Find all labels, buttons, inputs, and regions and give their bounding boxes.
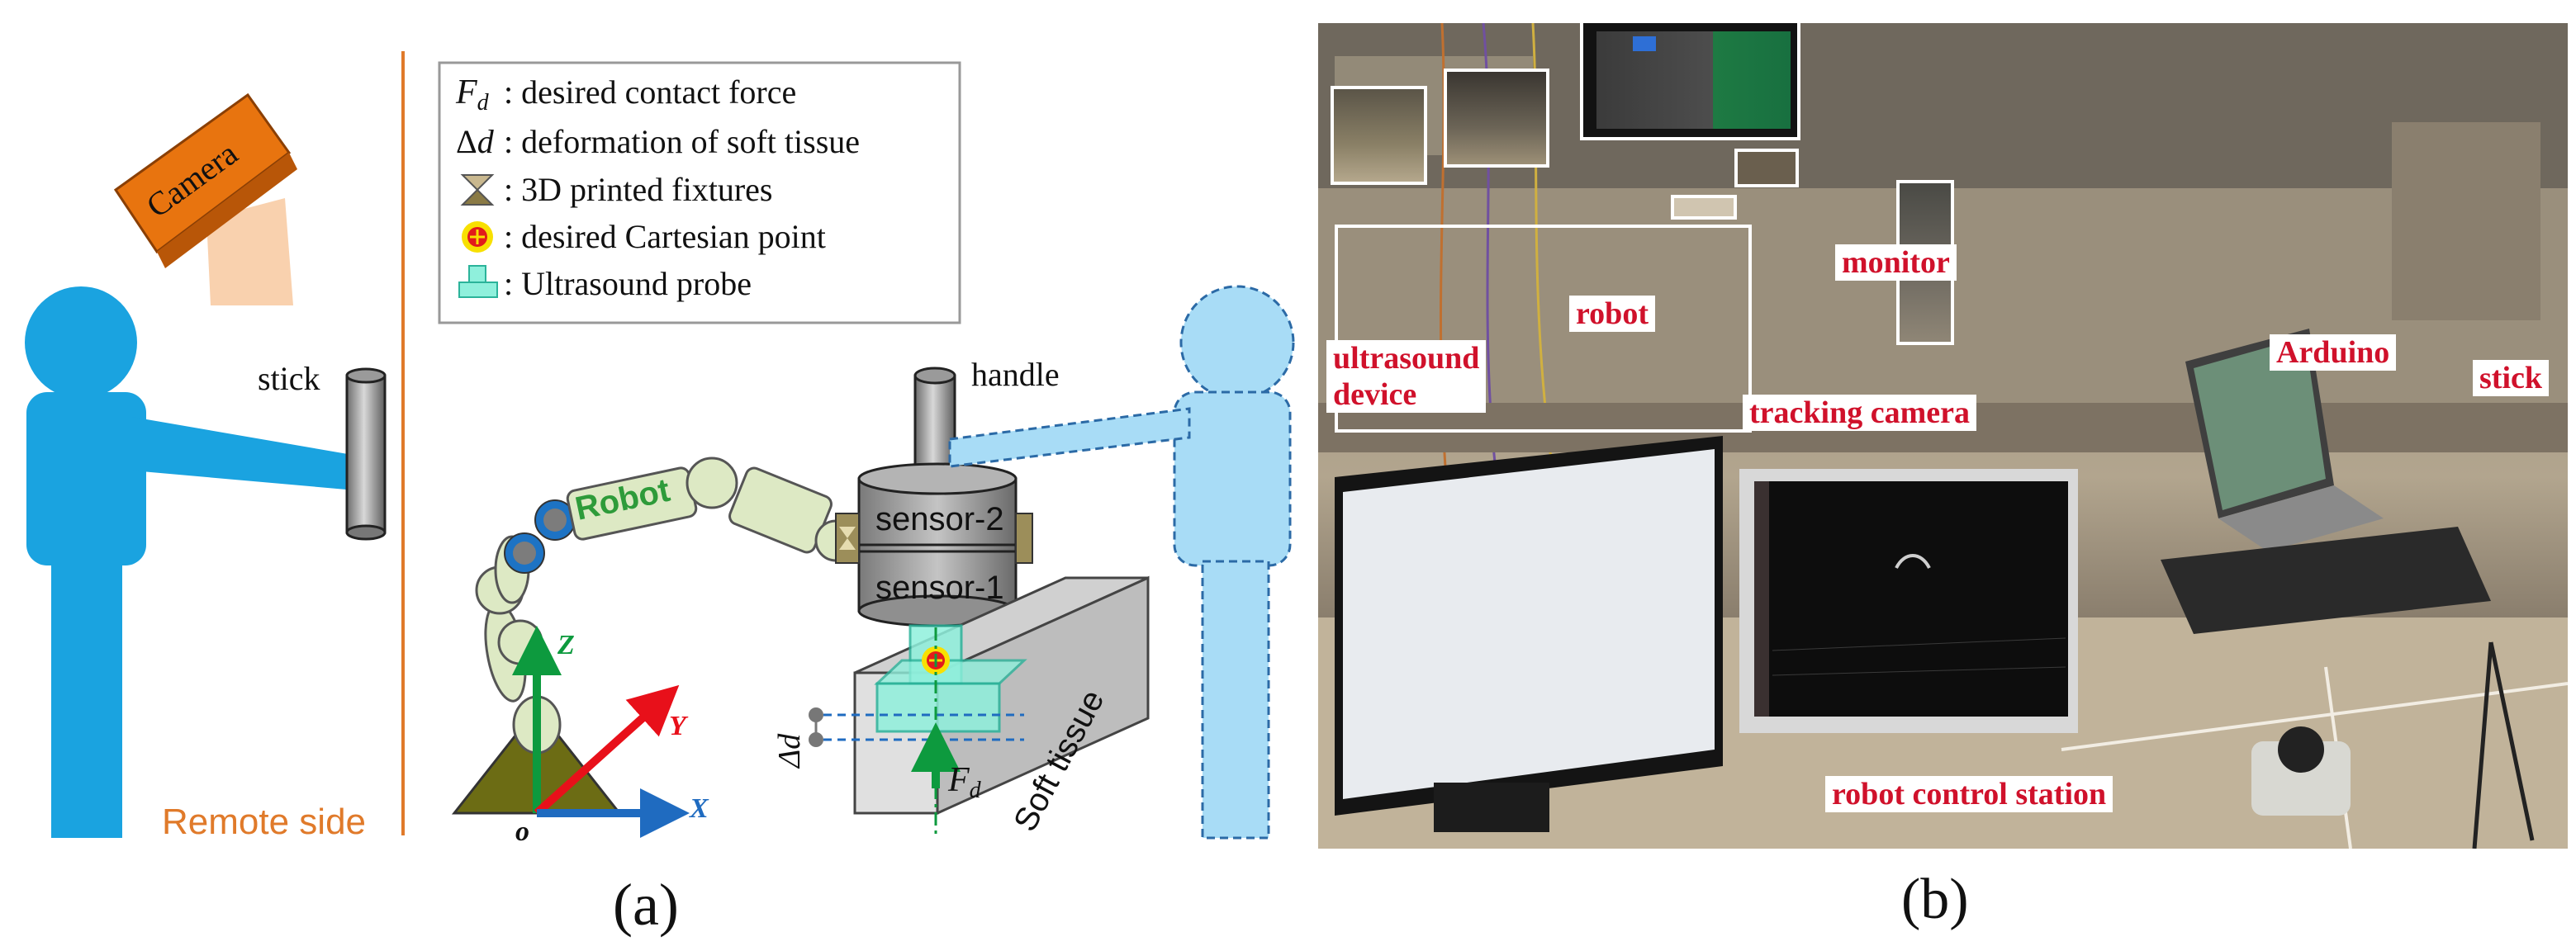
- stick-label: stick: [258, 360, 320, 397]
- force-label: Fd: [947, 761, 982, 803]
- cartesian-point-icon: [462, 221, 493, 253]
- legend-symbol-delta-d: Δd: [456, 123, 495, 160]
- legend-text-2: : deformation of soft tissue: [504, 123, 860, 160]
- fixture-icon: [460, 174, 495, 206]
- legend-text-5: : Ultrasound probe: [504, 265, 752, 302]
- caption-b: (b): [1901, 868, 1969, 931]
- label-arduino: Arduino: [2270, 334, 2397, 371]
- legend-text-3: : 3D printed fixtures: [504, 171, 773, 208]
- caption-a: (a): [613, 872, 679, 938]
- handle-icon: [913, 367, 956, 476]
- legend-text-1: : desired contact force: [504, 73, 796, 111]
- coordinate-frame: [512, 626, 690, 838]
- local-operator: [948, 285, 1295, 840]
- figure-b-photo: [1318, 23, 2568, 849]
- force-subscript: d: [970, 778, 982, 803]
- force-sensors: [835, 462, 1033, 627]
- force-symbol: F: [947, 761, 970, 799]
- sensor-2-label: sensor-2: [875, 501, 1004, 537]
- sensor-1-label: sensor-1: [875, 570, 1004, 606]
- remote-operator: [25, 286, 372, 838]
- camera-icon: Camera: [113, 92, 297, 305]
- monitor-inset: [1580, 23, 1800, 140]
- axis-y-label: Y: [669, 711, 689, 741]
- label-ultrasound-device: ultrasound device: [1326, 340, 1487, 413]
- legend-text-4: : desired Cartesian point: [504, 218, 826, 255]
- robot-inset: [1444, 69, 1549, 168]
- label-stick: stick: [2473, 360, 2549, 396]
- label-robot-control-station: robot control station: [1825, 776, 2113, 812]
- label-tracking-camera: tracking camera: [1743, 395, 1976, 431]
- axis-z-label: Z: [557, 630, 575, 660]
- remote-side-label: Remote side: [162, 802, 366, 842]
- handle-label: handle: [971, 356, 1060, 393]
- ultrasound-probe-icon: [458, 265, 498, 298]
- ultrasound-inset: [1331, 86, 1427, 185]
- stick-icon: [345, 367, 387, 541]
- deformation-marker: [809, 707, 823, 747]
- station-inset: [1335, 225, 1752, 433]
- figure-a-diagram: Camera stick Remote side Fd : desired co…: [25, 51, 1295, 938]
- arduino-inset: [1734, 149, 1799, 187]
- axis-x-label: X: [689, 793, 709, 824]
- origin-label: o: [515, 816, 529, 847]
- label-monitor: monitor: [1835, 244, 1957, 281]
- tracking-camera-inset: [1671, 195, 1737, 220]
- delta-d-label: Δd: [772, 733, 807, 769]
- label-robot: robot: [1569, 296, 1655, 332]
- legend: Fd : desired contact force Δd : deformat…: [438, 61, 961, 324]
